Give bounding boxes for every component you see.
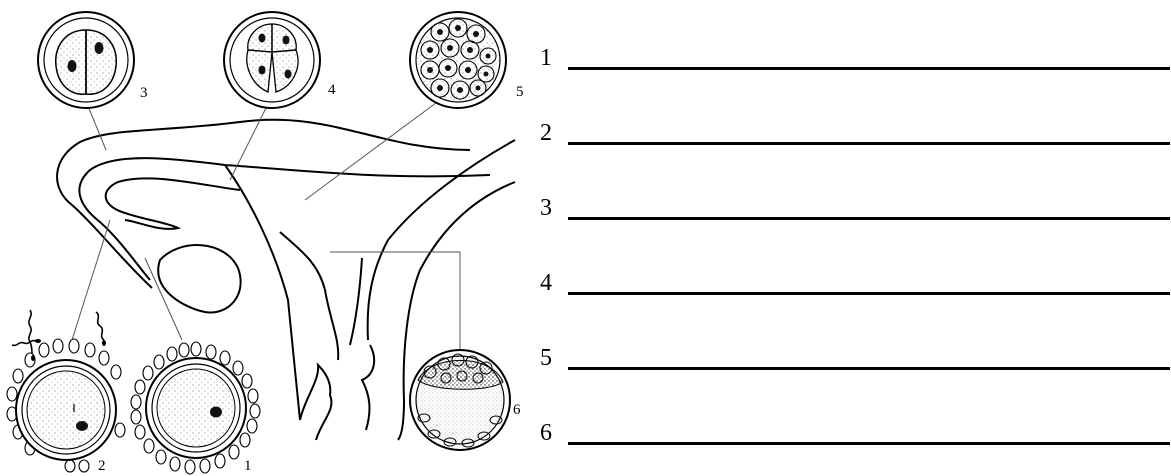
answer-number-4: 4 [540,271,552,295]
answer-blank-2[interactable]: 2 [540,105,1170,145]
answer-number-1: 1 [540,46,552,70]
answer-line-1[interactable] [568,67,1170,70]
stage-number-2: 2 [98,458,106,474]
answer-number-2: 2 [540,121,552,145]
stage-4-four-cell-embryo: 4 [224,12,336,108]
stage-1-oocyte: 1 [131,342,260,474]
stage-number-5: 5 [516,84,524,100]
answer-line-4[interactable] [568,292,1170,295]
answer-blank-6[interactable]: 6 [540,405,1170,445]
answer-line-5[interactable] [568,367,1170,370]
stage-number-1: 1 [244,458,252,474]
stage-number-3: 3 [140,85,148,101]
answer-blank-3[interactable]: 3 [540,180,1170,220]
answer-line-6[interactable] [568,442,1170,445]
answer-number-6: 6 [540,421,552,445]
stage-3-two-cell-embryo: 3 [38,12,148,108]
answer-number-5: 5 [540,346,552,370]
stage-5-morula: 5 [410,12,524,108]
answer-blank-4[interactable]: 4 [540,255,1170,295]
ovary [158,245,240,312]
answer-line-3[interactable] [568,217,1170,220]
stage-number-4: 4 [328,82,336,98]
answer-blank-5[interactable]: 5 [540,330,1170,370]
answer-blank-1[interactable]: 1 [540,30,1170,70]
stage-2-fertilization: 2 [7,310,125,474]
stage-number-6: 6 [513,402,521,418]
answer-line-2[interactable] [568,142,1170,145]
reproductive-tract-diagram: 3 4 5 [0,0,540,476]
stage-6-blastocyst: 6 [410,350,521,450]
answer-number-3: 3 [540,196,552,220]
